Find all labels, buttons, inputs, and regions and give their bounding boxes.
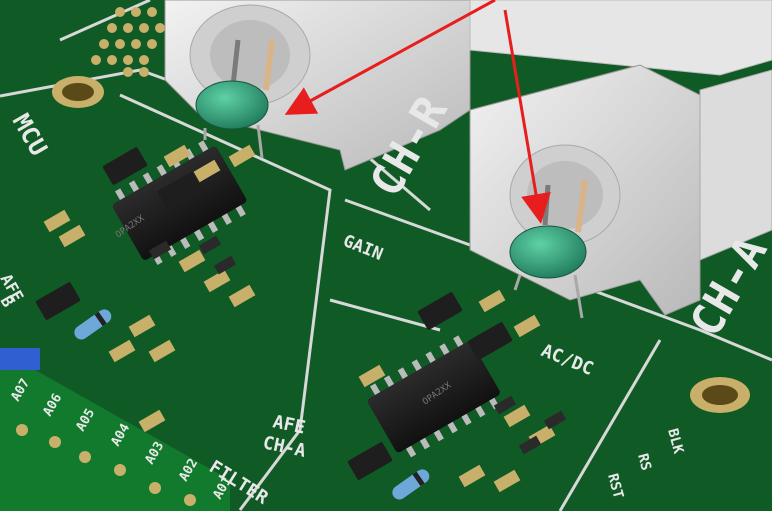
silk-rst: RST [604,472,626,501]
capacitor-ch-r [195,80,269,159]
annotation-arrows [284,0,551,224]
bnc-connector-ch-r [164,0,772,171]
ic-opamp-right [367,335,500,458]
silk-blk: BLK [664,427,686,456]
pad-array-top-left [91,7,165,77]
capacitor-ch-a [509,225,587,319]
smd-passives [43,144,567,493]
diodes [74,309,430,500]
silk-rs: RS [634,452,654,472]
pin-header [0,348,230,511]
